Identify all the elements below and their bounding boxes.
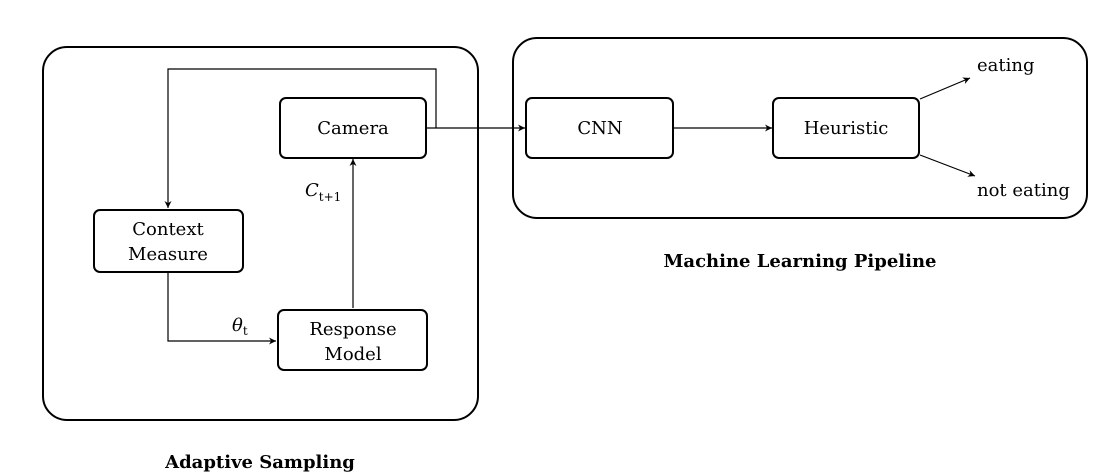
node-context-measure-line2: Measure: [128, 244, 208, 265]
node-response-model-line2: Model: [324, 344, 381, 365]
edge-label-c-next: Ct+1: [305, 180, 341, 204]
caption-adaptive-sampling: Adaptive Sampling: [164, 452, 355, 473]
node-camera: Camera: [279, 97, 427, 159]
edge-heuristic-to-eating: [919, 77, 971, 100]
node-cnn: CNN: [525, 97, 674, 159]
caption-ml-pipeline: Machine Learning Pipeline: [663, 251, 936, 272]
node-cnn-label: CNN: [577, 118, 622, 139]
node-camera-label: Camera: [317, 118, 389, 139]
adaptive-sampling-frame: [42, 46, 479, 421]
node-heuristic-label: Heuristic: [804, 118, 889, 139]
edge-camera-to-context: [164, 68, 437, 208]
node-response-model: Response Model: [277, 309, 428, 371]
output-not-eating: not eating: [977, 180, 1070, 201]
node-heuristic: Heuristic: [772, 97, 920, 159]
edge-label-theta: θt: [232, 315, 248, 338]
output-eating: eating: [977, 55, 1035, 76]
edge-context-to-response: [167, 272, 276, 345]
node-response-model-line1: Response: [309, 319, 396, 340]
edge-heuristic-to-not-eating: [919, 154, 976, 177]
node-context-measure-line1: Context: [132, 219, 204, 240]
node-context-measure: Context Measure: [93, 209, 244, 273]
